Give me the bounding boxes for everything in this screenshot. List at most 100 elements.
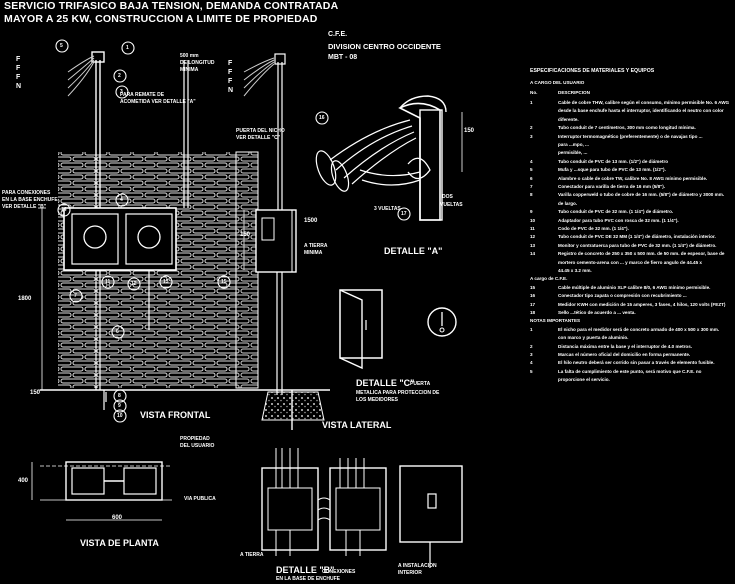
label-vista-lateral: VISTA LATERAL [322,420,392,430]
callout-number: 13 [163,279,169,285]
spec-item-text: Interruptor termomagnético (preferenteme… [558,133,703,139]
callout-number: 2 [118,73,121,79]
callout-number: 5 [60,43,63,49]
spec-item-text: proporcione el servicio. [558,377,610,383]
phase-letter: N [16,83,22,90]
callout-number: 7 [74,293,77,299]
callout-number: 11 [105,279,111,285]
note-minima: MINIMA [304,250,323,256]
note-via-publica: VIA PUBLICA [184,496,216,502]
callout-number: 4 [120,197,123,203]
callout-number: 8 [118,393,121,399]
specs-sub1: A CARGO DEL USUARIO [530,80,585,85]
note-dos-vueltas-2: VUELTAS [440,202,463,208]
spec-item-number: 12 [530,234,536,240]
spec-item-text: Distancia máxima entre la base y el inte… [558,343,693,349]
spec-item-text: Registro de concreto de 250 x 350 x 500 … [558,251,725,257]
spec-item-text: mortero cemento-arena con ... y marco de… [558,259,702,265]
spec-item-text: Alambre o cable de cobre TW, calibre No.… [558,175,708,181]
mufa-right [274,53,286,65]
spec-section-header: NOTAS IMPORTANTES [530,318,581,324]
label-detalle-b: DETALLE "B" [276,565,335,575]
spec-item-number: 9 [530,209,533,215]
note-para-conexiones-3: VER DETALLE "B" [2,204,47,210]
note-dos-vueltas-1: DOS [442,194,453,200]
spec-item-text: Cable múltiple de aluminio XLP calibre 8… [558,284,711,290]
meter-nicho [63,207,177,271]
detalle-a-drawing [315,95,463,221]
phase-letter: F [16,65,21,72]
note-mm-longitud-3: MINIMA [180,67,199,73]
vista-lateral-drawing [235,53,325,430]
callout-number: 10 [117,413,123,419]
label-vista-planta: VISTA DE PLANTA [80,538,159,548]
spec-item-text: Conectador para varilla de tierra de 16 … [558,184,666,189]
callout-number: 1 [126,45,129,51]
label-vista-frontal: VISTA FRONTAL [140,410,211,420]
label-detalle-c-sub1: PUERTA [410,381,431,387]
spec-item-number: 13 [530,242,536,248]
spec-item-number: 3 [530,352,533,357]
spec-item-text: Mufa y ...sque para tubo de PVC de 13 mm… [558,167,666,173]
phase-letter: F [228,60,233,67]
spec-item-number: 2 [530,125,533,131]
spec-item-number: 16 [530,293,536,299]
gravel-pit [261,391,325,421]
spec-item-number: 10 [530,217,536,223]
note-puerta-nicho-2: VER DETALLE "C" [236,135,281,141]
spec-item-number: 6 [530,175,533,181]
spec-item-text: con marco y puerta de aluminio. [558,335,629,341]
detalle-b-drawing [261,448,463,568]
specs-header: ESPECIFICACIONES DE MATERIALES Y EQUIPOS [530,68,655,74]
note-para-conexiones-2: EN LA BASE ENCHUFE [2,197,58,203]
specs-col-no: No. [530,90,538,95]
title-line-1: SERVICIO TRIFASICO BAJA TENSION, DEMANDA… [4,0,339,12]
label-detalle-c: DETALLE "C" [356,378,415,388]
callout-number: 15 [221,279,227,285]
spec-item-text: Tubo conduit de PVC DE 32 MM (1 1/4") de… [558,234,716,240]
spec-item-text: Sello ...tético de acuerdo a ... venta. [558,310,636,315]
phase-letter: F [16,56,21,63]
dimension-400: 400 [18,478,29,484]
spec-item-text: Adaptador para tubo PVC con rosca de 32 … [558,217,679,223]
note-propiedad-2: DEL USUARIO [180,443,215,449]
spec-item-text: Conectador tipo zapata o compresión con … [558,293,687,299]
note-propiedad-1: PROPIEDAD [180,436,210,442]
vista-frontal-drawing [38,51,330,410]
lateral-meter-box [255,209,297,273]
note-para-remate-1: PARA REMATE DE [120,92,165,98]
spec-item-number: 4 [530,158,533,164]
note-a-tierra-b: A TIERRA [240,552,264,558]
spec-item-number: 5 [530,368,533,374]
spec-item-text: El nicho para el medidor será de concret… [558,326,720,332]
vista-planta-drawing [31,461,172,521]
dimension-1500: 1500 [304,218,318,224]
spec-item-text: desde la base enchufe hasta el interrupt… [558,108,724,114]
note-mm-longitud-1: 500 mm [180,53,199,59]
spec-item-text: para ...mpo, ... [558,142,589,147]
spec-item-number: 3 [530,133,533,139]
spec-item-number: 2 [530,343,533,349]
cfe-line-1: C.F.E. [328,31,348,38]
label-detalle-b-sub2: EN LA BASE DE ENCHUFE [276,576,340,582]
spec-item-text: 44.45 x 3.2 mm. [558,268,592,273]
callout-number: 9 [118,403,121,409]
spec-item-number: 4 [530,360,533,366]
spec-item-number: 5 [530,167,533,173]
dimension-150-detail: 150 [464,128,475,134]
spec-item-number: 17 [530,301,536,307]
callout-number: 6 [116,329,119,335]
spec-item-number: 1 [530,100,533,105]
spec-item-number: 14 [530,251,536,257]
note-puerta-nicho-1: PUERTA DEL NICHO [236,128,285,134]
dimension-1800: 1800 [18,296,32,302]
note-a-instalacion-1: A INSTALACION [398,563,437,569]
phase-letter: N [228,87,234,94]
meter-1 [71,213,119,265]
note-para-remate-2: ACOMETIDA VER DETALLE "A" [120,99,196,105]
spec-item-text: diferente. [558,116,579,122]
spec-item-number: 1 [530,326,533,332]
spec-item-text: permisible, ... [558,150,588,156]
title-line-2: MAYOR A 25 KW, CONSTRUCCION A LIMITE DE … [4,13,318,25]
